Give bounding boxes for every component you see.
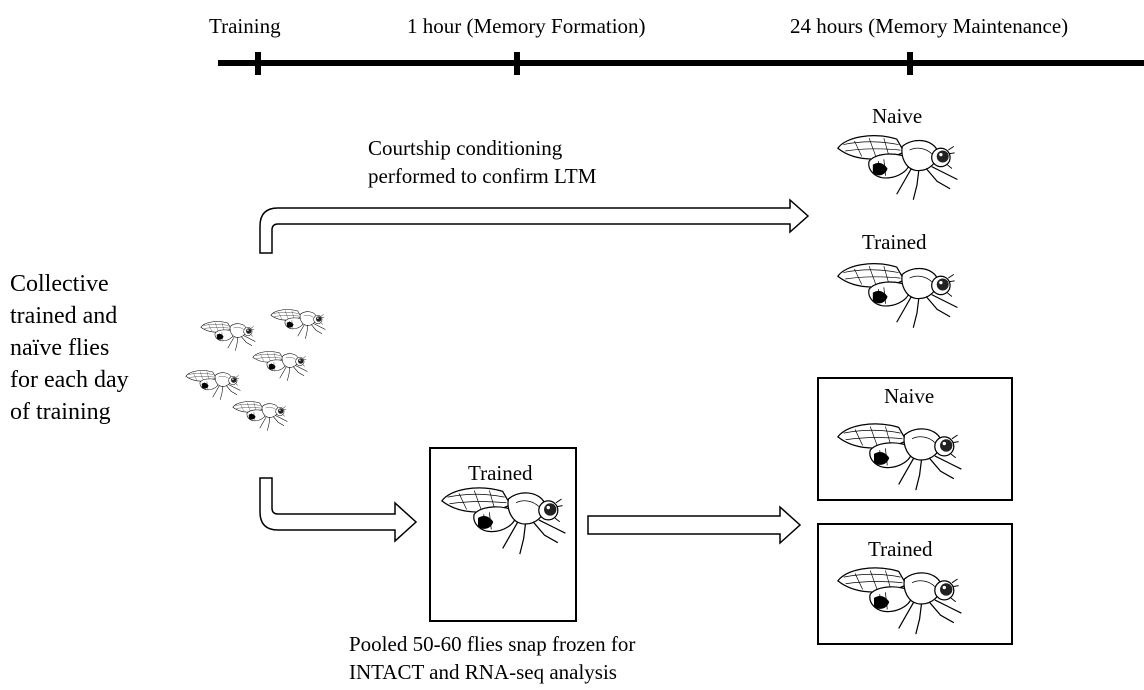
fly-icon-cluster-1 — [200, 321, 256, 352]
timeline-label-24h: 24 hours (Memory Maintenance) — [790, 14, 1069, 38]
left-label-line-5: of training — [10, 399, 111, 425]
right-trained-label: Trained — [868, 537, 933, 561]
fly-icon-cluster-2 — [270, 309, 326, 340]
fly-icon-mid-trained — [441, 487, 567, 555]
fly-icon-cluster-5 — [232, 401, 288, 432]
fly-icon-cluster-4 — [185, 370, 241, 401]
timeline-label-1h: 1 hour (Memory Formation) — [407, 14, 646, 38]
right-naive-box — [817, 377, 1013, 501]
fly-icon-right-trained — [837, 567, 963, 635]
right-trained-box — [817, 523, 1013, 645]
fly-icon-naive-top — [837, 135, 959, 201]
top-caption-line-2: performed to confirm LTM — [368, 164, 597, 188]
left-label-line-2: trained and — [10, 303, 118, 329]
left-label-line-4: for each day — [10, 367, 129, 393]
bottom-caption-line-2: INTACT and RNA-seq analysis — [349, 660, 617, 684]
fly-icon-cluster-3 — [252, 351, 308, 382]
left-label-line-3: naïve flies — [10, 335, 110, 361]
fly-icon-trained-top — [837, 263, 959, 329]
right-naive-label: Naive — [884, 384, 935, 408]
fly-icon-right-naive — [837, 423, 963, 491]
bottom-caption-line-1: Pooled 50-60 flies snap frozen for — [349, 632, 636, 656]
upper-branch-arrow — [259, 198, 810, 254]
left-label-line-1: Collective — [10, 271, 109, 297]
mid-box-label: Trained — [468, 461, 533, 485]
left-label: Collective trained and naïve flies for e… — [10, 268, 129, 428]
timeline-label-training: Training — [209, 14, 281, 38]
lower-branch-arrow — [259, 477, 418, 543]
top-trained-label: Trained — [862, 230, 927, 254]
top-caption-line-1: Courtship conditioning — [368, 136, 563, 160]
middle-arrow — [587, 505, 802, 545]
mid-trained-box — [429, 447, 577, 622]
top-naive-label: Naive — [872, 104, 923, 128]
